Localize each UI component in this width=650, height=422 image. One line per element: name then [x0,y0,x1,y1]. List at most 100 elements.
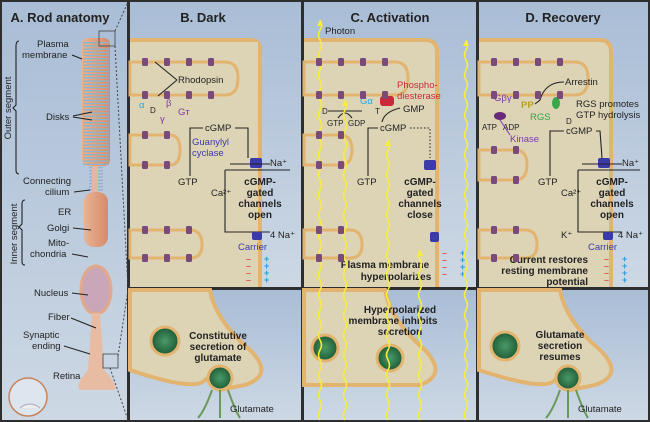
rhodopsin-icon [513,146,519,154]
gmp-label: GMP [403,104,425,115]
disk-line [83,61,109,63]
fiber-synaptic-shape [78,313,116,390]
secretion-label-3: glutamate [194,353,242,364]
disk-line [83,48,109,50]
synaptic-ending-label-2: ending [32,341,61,352]
rhodopsin-icon [338,91,344,99]
channel-label-3: channels [238,199,282,210]
resumes-label-2: secretion [538,341,582,352]
rhodopsin-icon [208,58,214,66]
disk-line [83,112,109,114]
synaptic-ending-label-1: Synaptic [23,330,60,341]
channel-label-2: gated [247,188,274,199]
mitochondria-label-2: chondria [30,249,67,260]
rhodopsin-icon [316,131,322,139]
g-beta-label: β [166,98,172,109]
disk-line [83,67,109,69]
rhodopsin-icon [164,226,170,234]
vesicle [310,333,340,363]
photon-ray [317,19,323,421]
channel-label-4: open [600,210,624,221]
positive-charge: + [460,269,465,279]
rhodopsin-icon [164,58,170,66]
rhodopsin-icon [142,91,148,99]
photon-ray [463,39,469,421]
photon-label: Photon [325,26,355,37]
gtp-label: GTP [178,177,198,188]
rhodopsin-icon [491,254,497,262]
photon-arrowhead [385,140,391,146]
negative-charge: – [246,254,251,264]
disks-label: Disks [46,112,69,123]
rhodopsin-icon [316,161,322,169]
disk-line [83,58,109,60]
disk-line [83,83,109,85]
panel-a-rod-anatomy: A. Rod anatomy Outer segment Inner segme… [2,1,129,421]
rgs-label: RGS [530,112,551,123]
disk-line [83,122,109,124]
panel-b-dark: B. Dark Rhodopsin α D β γ Gᴛ cGMP Guanyl… [128,2,301,420]
negative-charge: – [246,275,251,285]
negative-charge: – [246,268,251,278]
carrier-label: Carrier [238,242,267,253]
vesicle [149,325,181,357]
positive-charge: + [622,261,627,271]
negative-charge: – [604,268,609,278]
rhodopsin-icon [142,58,148,66]
g-alpha-label: α [139,100,145,111]
atp-label: ATP [482,123,497,132]
carrier-icon [252,232,262,240]
4na-label: 4 Na⁺ [270,230,295,241]
channel-label-1: cGMP- [244,177,276,188]
disk-line [83,160,109,162]
rhodopsin-icon [557,91,563,99]
negative-charge: – [604,261,609,271]
negative-charge: – [604,254,609,264]
rhodopsin-icon [186,91,192,99]
inhibits-label-2: membrane inhibits [349,316,438,327]
photon-ray [385,139,391,421]
rhodopsin-icon [491,176,497,184]
disk-line [83,86,109,89]
positive-charge: + [264,275,269,285]
rhodopsin-icon [316,58,322,66]
rhodopsin-icon [164,131,170,139]
panel-c-title: C. Activation [351,10,430,25]
phosphodiesterase-label-2: diesterase [397,91,441,102]
phosphate-label: PP [521,100,534,111]
negative-charge: – [246,261,251,271]
er-label: ER [58,207,71,218]
channel-label-3: channels [398,199,442,210]
positive-charge: + [460,248,465,258]
cgmp-label: cGMP [380,123,406,134]
rhodopsin-icon [535,58,541,66]
closed-channel-icon [424,160,436,170]
gtp-label: GTP [538,177,558,188]
gdp-d-label: D [322,107,328,116]
disk-line [83,77,109,79]
inner-segment-label: Inner segment [9,203,20,264]
rhodopsin-icon [360,91,366,99]
positive-charge: + [264,254,269,264]
disk-line [83,90,109,92]
plasma-membrane-label-1: Plasma [37,39,69,50]
connecting-cilium-label-1: Connecting [23,176,71,187]
rhodopsin-icon [164,91,170,99]
current-label-1: Current restores [510,255,589,266]
photon-rays [317,19,469,421]
golgi-label: Golgi [47,223,69,234]
positive-charge: + [622,275,627,285]
positive-charge: + [264,268,269,278]
rhodopsin-icon [186,58,192,66]
positive-charge: + [264,261,269,271]
rhodopsin-icon [316,91,322,99]
disk-line [83,70,109,73]
photon-ray [342,99,348,421]
transducin-label: Gᴛ [178,107,190,118]
na-label: Na⁺ [622,158,639,169]
photon-arrowhead [417,250,423,256]
disk-line [83,102,109,105]
ca-label: Ca²⁺ [561,188,581,199]
disk-line [83,54,109,57]
rgs-promotes-label-2: GTP hydrolysis [576,110,640,121]
